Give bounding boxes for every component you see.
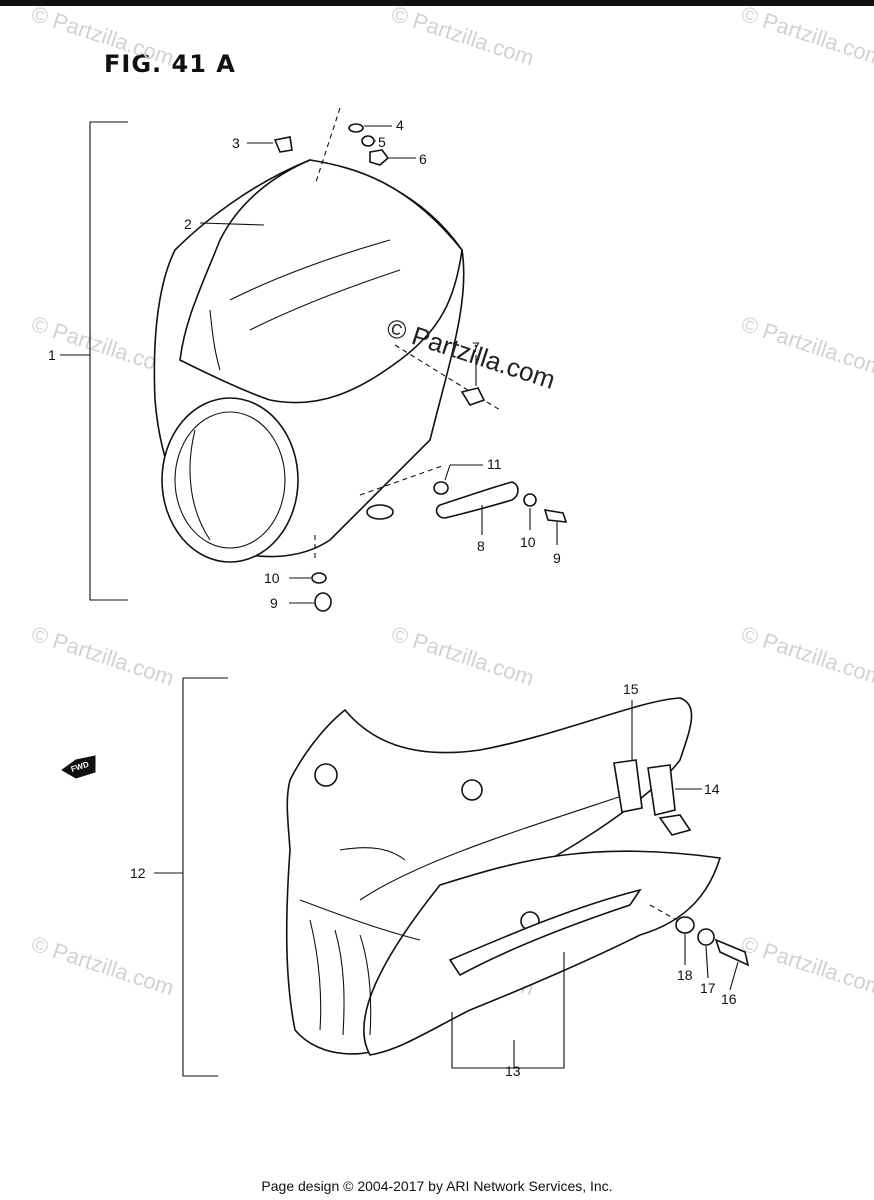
washer-10-lower [311, 572, 327, 584]
body-crease [339, 847, 406, 861]
vent-top-edge [299, 899, 421, 941]
callout-6: 6 [419, 151, 427, 167]
trim-strip-13 [448, 888, 642, 977]
mount-guide [314, 107, 341, 186]
callout-10-lower: 10 [264, 570, 280, 586]
watermark-text: © Partzilla.com [28, 621, 177, 691]
callout-9-right: 9 [553, 550, 561, 566]
watermark-text: © Partzilla.com [738, 931, 874, 1001]
bolt-7 [460, 387, 486, 406]
grommet-11 [433, 481, 449, 495]
stay-8 [435, 481, 519, 519]
windscreen [179, 159, 463, 404]
callout-7: 7 [472, 339, 480, 355]
washer-18 [675, 916, 695, 934]
body-crease [359, 789, 641, 901]
watermark-text: © Partzilla.com [28, 931, 177, 1001]
callout-8: 8 [477, 538, 485, 554]
callout-18: 18 [677, 967, 693, 983]
mount-guide [359, 464, 446, 496]
windscreen-highlight [249, 269, 401, 331]
washer-5 [361, 135, 375, 147]
mount-hole [366, 504, 394, 520]
callout-16: 16 [721, 991, 737, 1007]
watermark-text: © Partzilla.com [28, 1, 177, 71]
bolt-14 [658, 814, 692, 836]
callout-4: 4 [396, 117, 404, 133]
callout-14: 14 [704, 781, 720, 797]
headlight-inner-ring [174, 411, 286, 549]
vent-slot [334, 929, 345, 1036]
bracket-13 [451, 952, 565, 1069]
group-bracket-1 [89, 121, 128, 601]
callout-12: 12 [130, 865, 146, 881]
footer-copyright: Page design © 2004-2017 by ARI Network S… [261, 1178, 613, 1194]
bolt-9 [543, 508, 568, 523]
watermark-text: © Partzilla.com [738, 1, 874, 71]
headlight-shading [189, 429, 211, 541]
callout-15: 15 [623, 681, 639, 697]
bolt-9-lower [314, 592, 332, 612]
figure-title: FIG. 41 A [104, 50, 236, 78]
mount-hole [461, 779, 483, 801]
windscreen-edge [209, 309, 221, 371]
bolt-16 [714, 938, 750, 967]
screw-3 [273, 136, 293, 153]
callout-1: 1 [48, 347, 56, 363]
watermark-text: © Partzilla.com [738, 621, 874, 691]
callout-13: 13 [505, 1063, 521, 1079]
collar-17 [697, 928, 715, 946]
clip-15 [613, 759, 643, 813]
bracket-14 [647, 764, 676, 816]
group-bracket-12 [182, 677, 228, 1077]
washer-4 [348, 123, 364, 133]
callout-9-lower: 9 [270, 595, 278, 611]
callout-11: 11 [487, 456, 502, 472]
windscreen-highlight [229, 239, 391, 301]
mount-hole [314, 763, 338, 787]
headlight-ring [161, 397, 299, 563]
callout-3: 3 [232, 135, 240, 151]
washer-10 [523, 493, 537, 507]
vent-slot [309, 919, 322, 1031]
vent-slot [359, 934, 372, 1036]
callout-10-right: 10 [520, 534, 536, 550]
watermark-text: © Partzilla.com [388, 621, 537, 691]
mount-guide [649, 904, 681, 923]
watermark-text: © Partzilla.com [738, 311, 874, 381]
callout-labels: 1 2 3 4 5 6 7 8 9 9 10 10 11 12 13 14 15… [48, 117, 737, 1079]
callout-2: 2 [184, 216, 192, 232]
lower-assembly: FWD [61, 677, 750, 1077]
fwd-arrow-icon: FWD [61, 755, 96, 779]
top-border [0, 0, 874, 6]
callout-17: 17 [700, 980, 716, 996]
watermark-text: © Partzilla.com [388, 1, 537, 71]
callout-5: 5 [378, 134, 386, 150]
nut-6 [369, 149, 390, 166]
